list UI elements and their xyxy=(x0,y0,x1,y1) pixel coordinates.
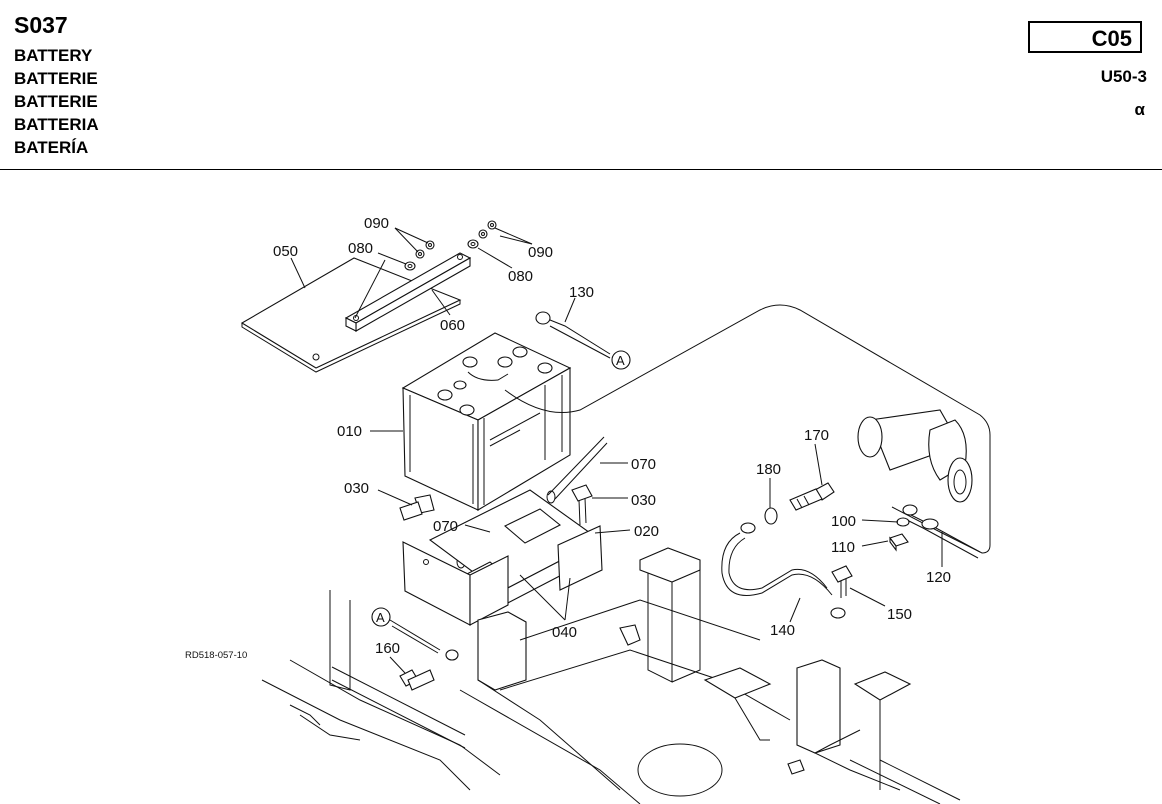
callout-160: 160 xyxy=(375,640,400,657)
section-label: C05 xyxy=(1091,26,1132,51)
header-divider xyxy=(0,169,1162,170)
battery xyxy=(401,332,572,511)
ground-cable xyxy=(721,522,846,619)
nut-110 xyxy=(889,533,909,552)
model-label: U50-3 xyxy=(1100,67,1147,86)
callout-060: 060 xyxy=(440,317,465,334)
callout-130: 130 xyxy=(569,284,594,301)
callout-030-right: 030 xyxy=(631,492,656,509)
callout-080-right: 080 xyxy=(508,268,533,285)
machine-frame xyxy=(261,547,961,804)
starter-cable-route xyxy=(504,304,991,554)
rod-070-right xyxy=(546,436,608,504)
bolt-030-right xyxy=(571,484,593,526)
bolt-170 xyxy=(789,482,835,511)
title-fr: BATTERIE xyxy=(14,69,98,88)
title-en: BATTERY xyxy=(14,46,93,65)
title-list: BATTERY BATTERIE BATTERIE BATTERIA BATER… xyxy=(14,44,99,159)
callout-labels: 050 080 090 060 080 090 130 010 030 070 … xyxy=(273,215,951,657)
bolt-150 xyxy=(831,565,853,598)
callout-010: 010 xyxy=(337,423,362,440)
section-box: C05 xyxy=(1028,21,1142,53)
symbol-label: α xyxy=(1134,100,1145,119)
title-de: BATTERIE xyxy=(14,92,98,111)
callout-140: 140 xyxy=(770,622,795,639)
callout-180: 180 xyxy=(756,461,781,478)
callout-100: 100 xyxy=(831,513,856,530)
battery-cable-positive: A xyxy=(535,311,631,370)
callout-050: 050 xyxy=(273,243,298,260)
callout-170: 170 xyxy=(804,427,829,444)
callout-070-right: 070 xyxy=(631,456,656,473)
callout-080-left: 080 xyxy=(348,240,373,257)
callout-090-left: 090 xyxy=(364,215,389,232)
title-it: BATTERIA xyxy=(14,115,99,134)
battery-cable-negative: A xyxy=(371,607,459,661)
washer-180 xyxy=(764,507,778,525)
connector-a-bottom: A xyxy=(376,610,385,625)
battery-bracket xyxy=(402,525,603,626)
battery-holder-bar xyxy=(344,252,472,332)
callout-020: 020 xyxy=(634,523,659,540)
bolt-160 xyxy=(399,669,435,691)
washer-100 xyxy=(896,517,910,527)
title-es: BATERÍA xyxy=(14,138,89,157)
page-header: S037 BATTERY BATTERIE BATTERIE BATTERIA … xyxy=(0,0,1162,170)
callout-120: 120 xyxy=(926,569,951,586)
callout-150: 150 xyxy=(887,606,912,623)
starter-motor xyxy=(857,409,973,503)
callout-040: 040 xyxy=(552,624,577,641)
callout-070-left: 070 xyxy=(433,518,458,535)
nut-washer-set-left xyxy=(404,240,435,271)
callout-110: 110 xyxy=(831,539,855,556)
connector-a-top: A xyxy=(616,353,625,368)
callout-030-left: 030 xyxy=(344,480,369,497)
bolt-030-left xyxy=(399,494,435,521)
nut-washer-set-right xyxy=(467,220,497,249)
callout-090-right: 090 xyxy=(528,244,553,261)
section-code: S037 xyxy=(14,12,68,38)
leader-lines xyxy=(290,227,943,674)
starter-cable-short xyxy=(902,504,981,559)
diagram-reference: RD518-057-10 xyxy=(185,650,247,661)
